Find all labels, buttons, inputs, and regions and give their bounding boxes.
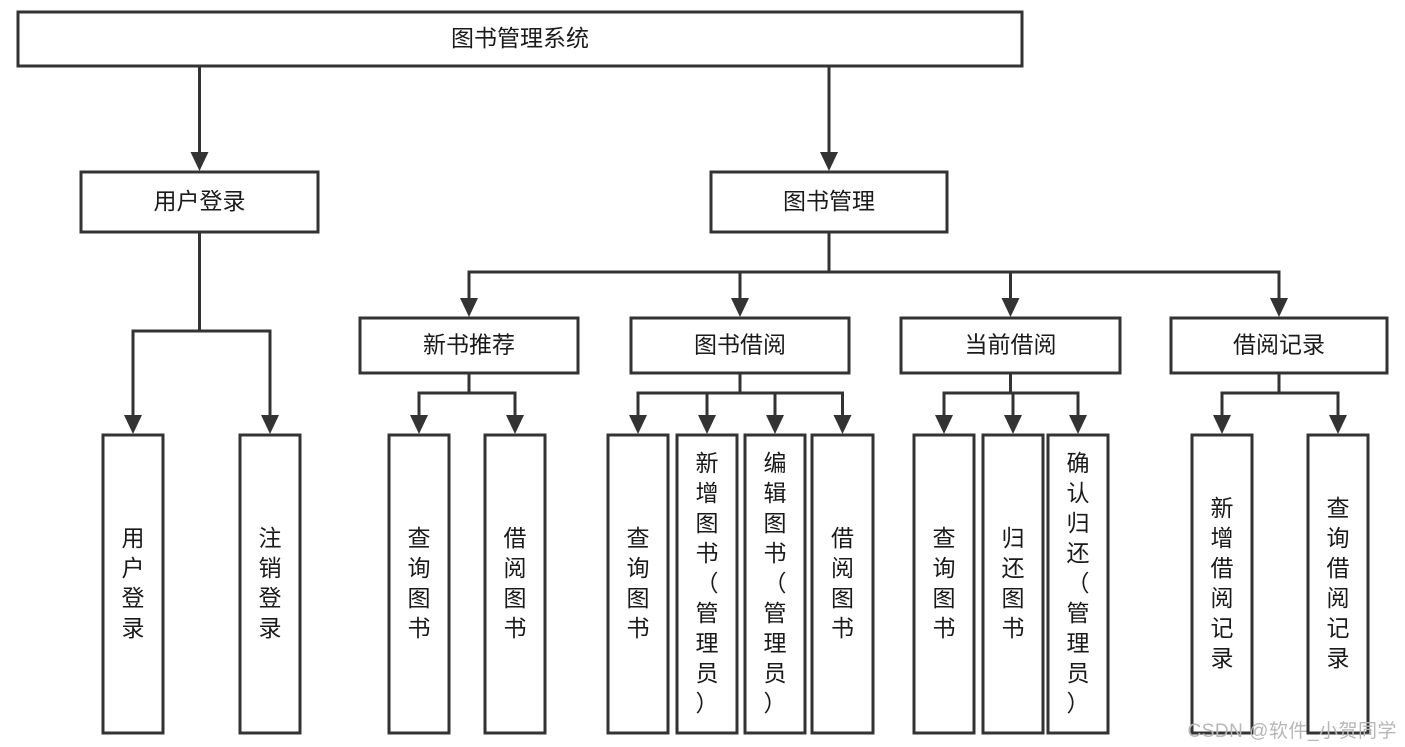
node-label: 查询图书 [408,525,431,641]
node-label: 注销登录 [259,525,282,641]
node-label: 归还图书 [1002,525,1025,641]
node-label: 借阅图书 [504,525,527,641]
node-l-user-login[interactable]: 用户登录 [101,433,165,735]
node-label: 借阅图书 [831,525,854,641]
node-l-logout[interactable]: 注销登录 [238,433,302,735]
node-label: 编辑图书（管理员） [764,450,787,716]
node-label: 用户登录 [122,525,145,641]
node-n-borrow[interactable]: 图书借阅 [629,316,851,375]
node-l-query-rec[interactable]: 查询借阅记录 [1306,433,1370,735]
node-label: 用户登录 [154,188,246,214]
node-l-return[interactable]: 归还图书 [981,433,1045,735]
node-n-records[interactable]: 借阅记录 [1169,316,1389,375]
edge-group [124,230,279,434]
node-l-confirm[interactable]: 确认归还（管理员） [1046,433,1110,735]
edge-group [460,230,1288,317]
edge-group [410,371,524,434]
edge-group [629,371,852,434]
watermark-text: CSDN @软件_小贺同学 [1187,721,1397,742]
edges-layer [124,34,1347,434]
node-label: 借阅记录 [1233,332,1325,358]
node-label: 图书管理系统 [451,25,589,51]
node-label: 新增图书（管理员） [696,450,719,716]
node-l-q3[interactable]: 查询图书 [912,433,976,735]
node-l-add-book[interactable]: 新增图书（管理员） [675,433,739,735]
node-l-b1[interactable]: 借阅图书 [483,433,547,735]
node-l-b2[interactable]: 借阅图书 [810,433,875,735]
node-n-book-mgmt[interactable]: 图书管理 [709,170,949,234]
node-label: 查询图书 [933,525,956,641]
node-label: 确认归还（管理员） [1067,450,1090,716]
node-l-q1[interactable]: 查询图书 [387,433,451,735]
node-l-add-rec[interactable]: 新增借阅记录 [1190,433,1254,735]
node-label: 图书管理 [783,188,875,214]
node-n-user-login[interactable]: 用户登录 [79,170,320,234]
node-label: 查询借阅记录 [1327,495,1350,671]
node-label: 新书推荐 [423,332,515,358]
node-l-edit-book[interactable]: 编辑图书（管理员） [743,433,807,735]
edge-group [935,371,1087,434]
node-l-q2[interactable]: 查询图书 [606,433,670,735]
node-label: 图书借阅 [694,332,786,358]
node-n-new-rec[interactable]: 新书推荐 [358,316,580,375]
node-label: 当前借阅 [965,332,1057,358]
edge-group [1213,371,1347,434]
node-label: 查询图书 [627,525,650,641]
node-label: 新增借阅记录 [1211,495,1234,671]
node-root[interactable]: 图书管理系统 [16,10,1024,68]
nodes-layer: 图书管理系统用户登录图书管理新书推荐图书借阅当前借阅借阅记录用户登录注销登录查询… [16,10,1389,735]
node-n-current[interactable]: 当前借阅 [899,316,1122,375]
